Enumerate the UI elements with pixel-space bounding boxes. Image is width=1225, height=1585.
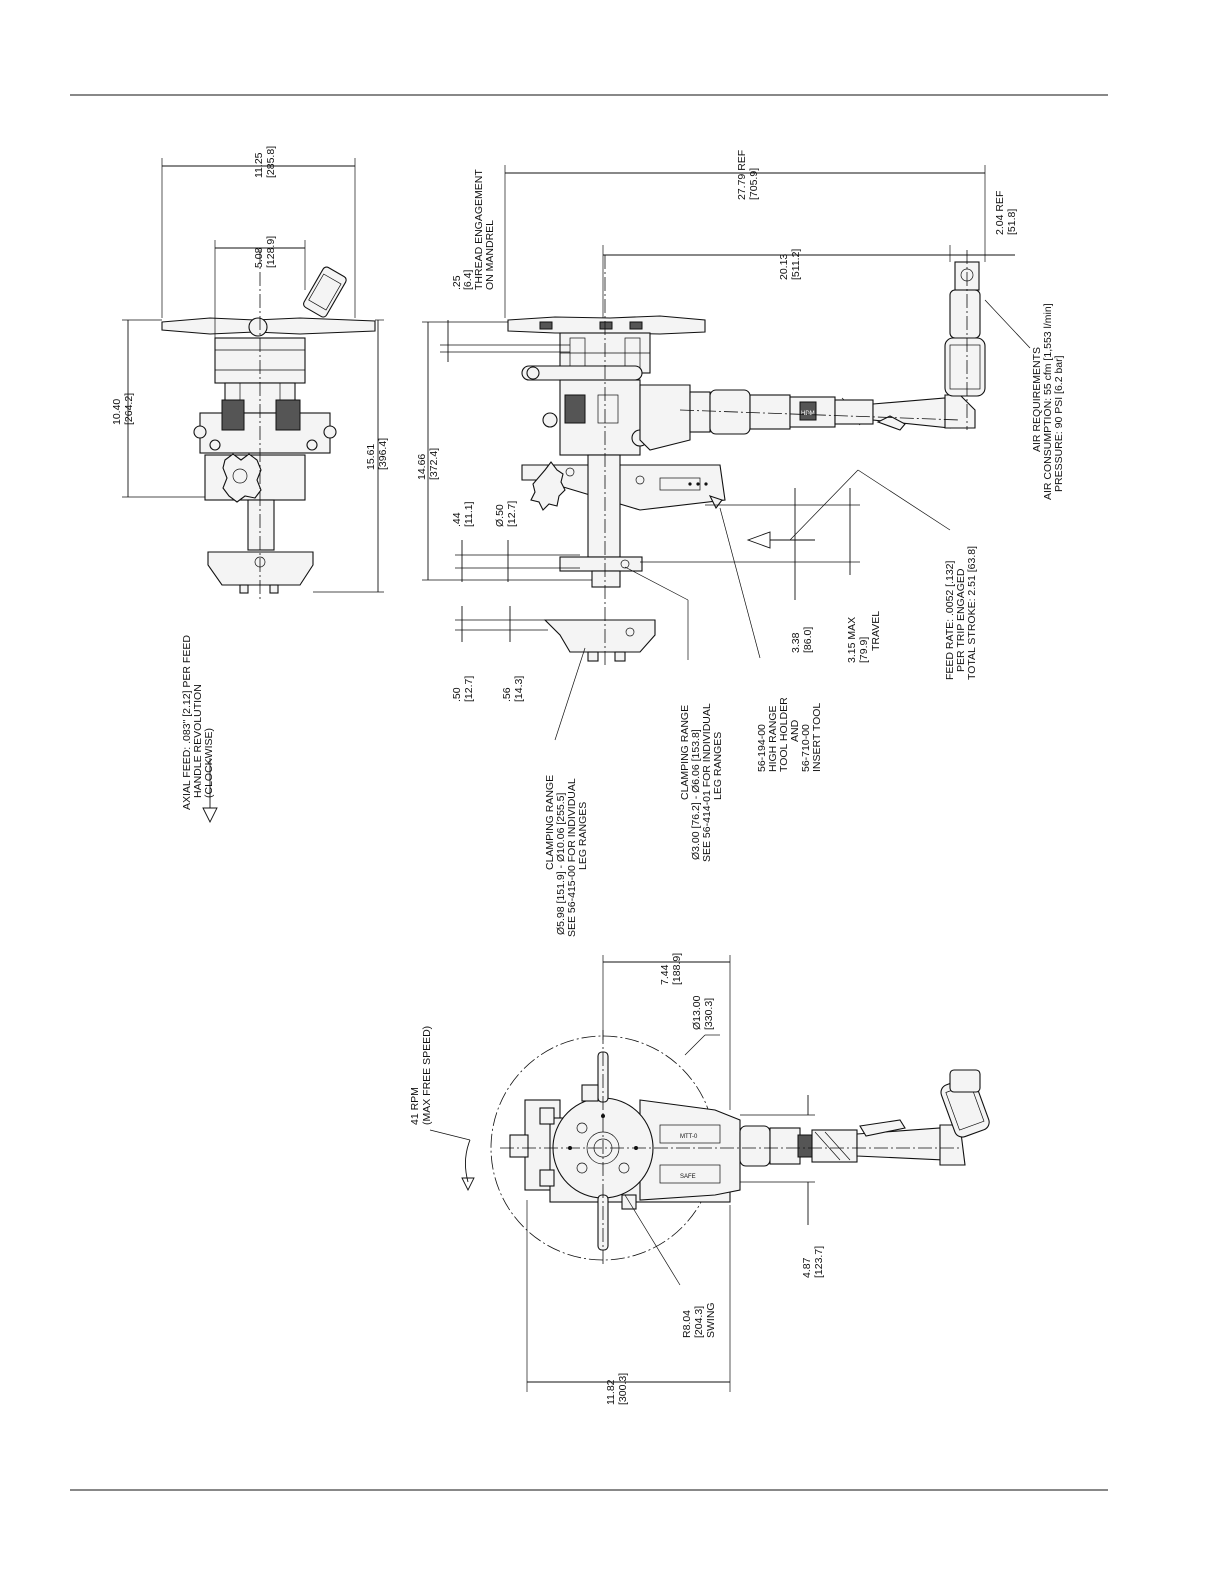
thread-engagement-note: .25 [6.4] THREAD ENGAGEMENT ON MANDREL [451,167,496,291]
top-width-dim: 11.82 [300.3] [605,1373,629,1405]
clamp-range-small-note: CLAMPING RANGE Ø3.00 [76.2] - Ø6.06 [153… [679,701,724,862]
motor-offset-dim: 20.13 [511.2] [778,249,802,280]
plate-a-label: MTT-0 [680,1134,698,1140]
feed-rate-note: FEED RATE: .0052 [.132] PER TRIP ENGAGED… [944,546,978,680]
front-upper-height-dim: 10.40 [264.2] [111,393,135,425]
front-handle-dim: 5.08 [128.9] [253,236,277,268]
top-744-dim: 7.44 [188.9] [659,953,683,985]
dim-44: .44 [11.1] [451,501,475,527]
axial-feed-note: AXIAL FEED: .083" [2.12] PER FEED HANDLE… [181,632,215,810]
top-diameter-dim: Ø13.00 [330.3] [691,993,715,1030]
swing-dim: R8.04 [204.3] SWING [681,1302,717,1338]
dim-50: .50 [12.7] [451,676,475,702]
overall-length-dim: 27.79 REF [705.9] [736,147,760,200]
feed-direction-arrow [746,531,771,549]
rotation-arrow [465,1139,471,1183]
top-view: MTT-0 SAFE [409,953,990,1405]
dim-dia-50: Ø.50 [12.7] [494,501,518,527]
rpm-note: 41 RPM (MAX FREE SPEED) [409,1026,433,1125]
plate-b-label: SAFE [680,1174,696,1180]
clamp-range-large-note: CLAMPING RANGE Ø5.98 [151.9] - Ø10.06 [2… [544,772,589,937]
air-requirements-note: AIR REQUIREMENTS AIR CONSUMPTION: 55 cfm… [1031,300,1065,500]
tool-holder-note: 56-194-00 HIGH RANGE TOOL HOLDER AND 56-… [756,694,823,772]
travel-dim: 3.15 MAX [79.9] TRAVEL [846,611,882,663]
motor-badge: HDM [801,411,815,417]
motor-end-dim: 2.04 REF [51.8] [994,188,1018,235]
front-view: 11.25 [285.8] 5.08 [128.9] 10.40 [264.2]… [111,146,389,824]
front-width-dim: 11.25 [285.8] [253,146,277,178]
side-height-dim: 14.66 [372.4] [416,448,440,480]
axial-feed-arrow [202,807,218,824]
side-view: HDM [416,147,1065,937]
front-total-height-dim: 15.61 [396.4] [365,438,389,470]
dim-56: .56 [14.3] [501,676,525,702]
top-487-dim: 4.87 [123.7] [801,1246,825,1278]
dim-338: 3.38 [86.0] [790,627,814,653]
